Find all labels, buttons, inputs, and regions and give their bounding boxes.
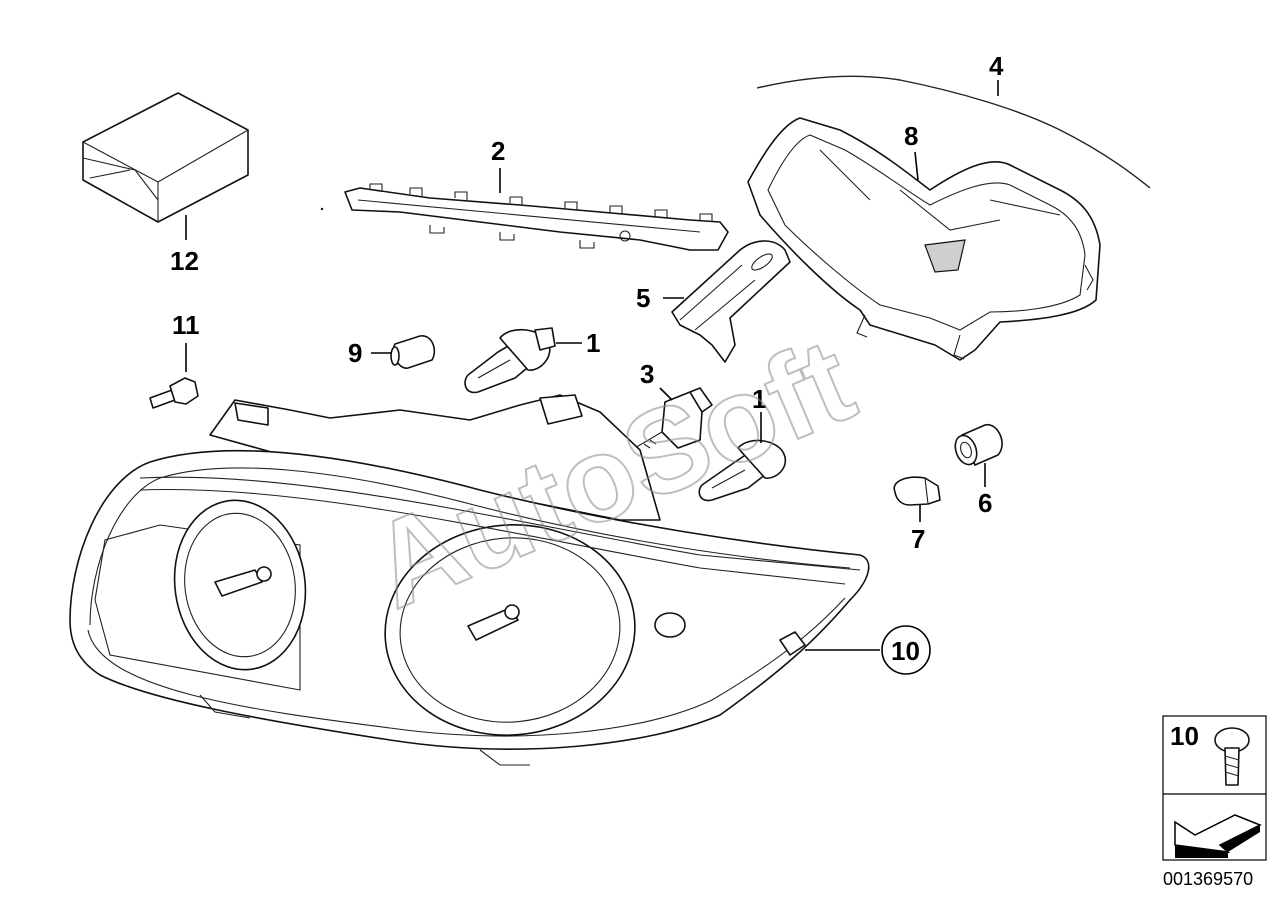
label-10-circle [881, 625, 931, 675]
part-4-wire[interactable] [756, 75, 1151, 189]
label-6[interactable]: 6 [978, 488, 992, 518]
label-10[interactable]: 10 [891, 636, 920, 666]
diagram-code: 001369570 [1163, 869, 1253, 889]
label-3[interactable]: 3 [640, 359, 654, 389]
leader-3 [659, 387, 673, 401]
part-12-box[interactable] [82, 92, 249, 223]
label-11[interactable]: 11 [172, 310, 200, 340]
label-1-upper[interactable]: 1 [586, 328, 600, 358]
label-7[interactable]: 7 [911, 524, 925, 554]
screw-icon [1214, 727, 1250, 786]
part-9-bulb[interactable] [390, 335, 436, 369]
part-10-headlight[interactable] [69, 394, 870, 766]
part-2-bracket[interactable] [344, 183, 729, 251]
part-1-bulb-upper[interactable] [464, 327, 556, 394]
part-3-actuator[interactable] [621, 387, 713, 458]
legend-box: 10 [1162, 715, 1267, 861]
arrow-icon [1174, 814, 1262, 858]
part-6-socket[interactable] [951, 424, 1003, 468]
label-9[interactable]: 9 [348, 338, 362, 368]
part-8-cover[interactable] [747, 117, 1101, 361]
part-7-bulb[interactable] [893, 476, 941, 506]
label-1-lower[interactable]: 1 [752, 384, 766, 414]
legend-number: 10 [1170, 721, 1199, 751]
label-4[interactable]: 4 [989, 51, 1004, 81]
label-12[interactable]: 12 [170, 246, 199, 276]
leader-8 [914, 151, 919, 181]
part-11-bolt[interactable] [149, 377, 199, 409]
label-5[interactable]: 5 [636, 283, 650, 313]
label-8[interactable]: 8 [904, 121, 918, 151]
part-5-clip[interactable] [671, 240, 791, 363]
dot-marker [320, 207, 324, 211]
label-2[interactable]: 2 [491, 136, 505, 166]
part-1-bulb-lower[interactable] [698, 439, 787, 502]
